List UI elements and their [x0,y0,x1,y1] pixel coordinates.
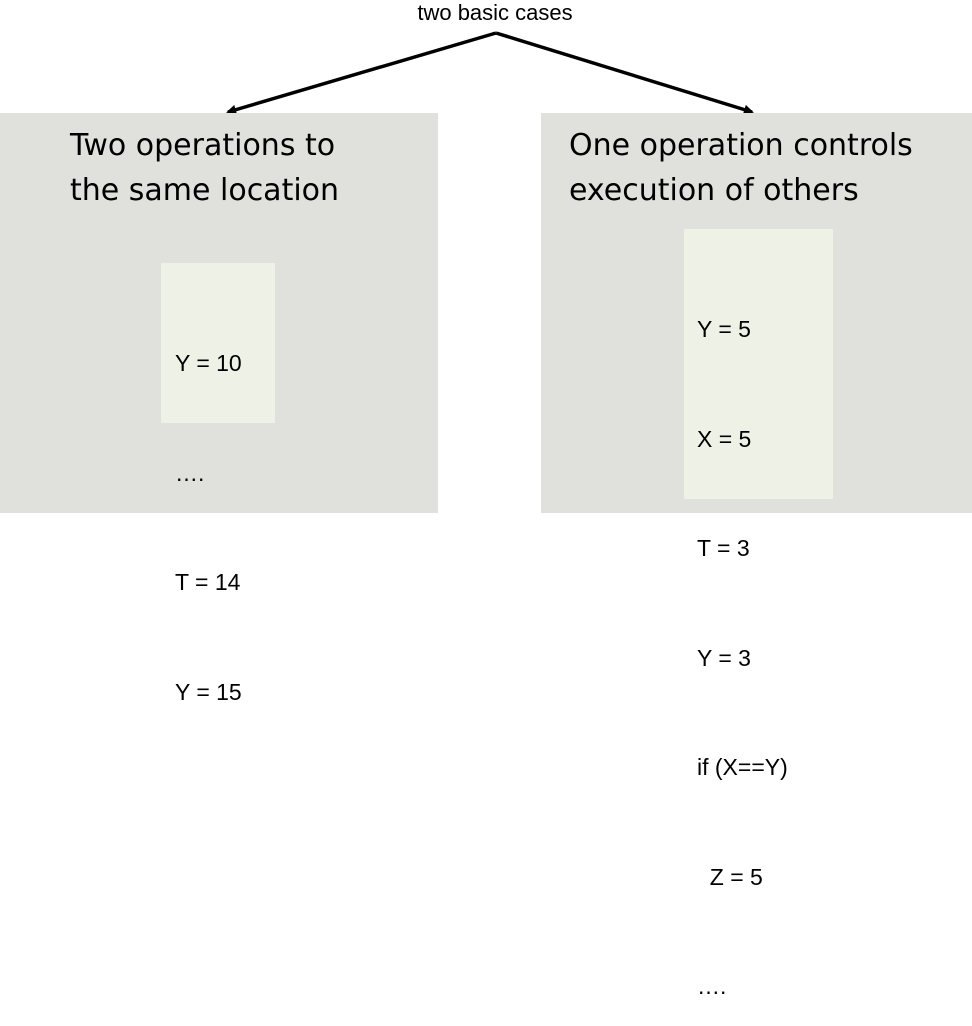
branch-arrows [226,31,754,115]
code-line: Y = 5 [697,316,751,342]
code-snippet: Y = 10 …. T = 14 Y = 15 [161,263,275,705]
code-line: T = 3 [697,535,750,561]
arrow-to-right-case [495,31,754,115]
root-label: two basic cases [417,0,573,25]
code-snippet: Y = 5 X = 5 T = 3 Y = 3 if (X==Y) Z = 5 … [684,229,833,999]
code-line: Y = 3 [697,644,751,671]
code-line: Y = 15 [175,678,242,705]
code-line: Y = 10 [175,350,242,376]
code-line: T = 14 [175,569,241,595]
arrow-to-left-case [226,31,497,115]
case-panel-control-execution: One operation controls execution of othe… [541,113,972,999]
case-title-line: execution of others [569,173,859,208]
case-title-line: Two operations to [70,128,336,163]
case-title-line: One operation controls [569,128,913,163]
case-title-line: the same location [70,173,340,208]
code-line: Z = 5 [697,863,763,890]
code-line: …. [697,973,727,999]
case-panel-same-location: Two operations to the same location Y = … [0,113,438,705]
code-line: …. [175,459,205,486]
code-line: if (X==Y) [697,754,788,780]
case-title: One operation controls execution of othe… [569,123,913,213]
code-line: X = 5 [697,425,752,452]
case-title: Two operations to the same location [70,123,339,213]
